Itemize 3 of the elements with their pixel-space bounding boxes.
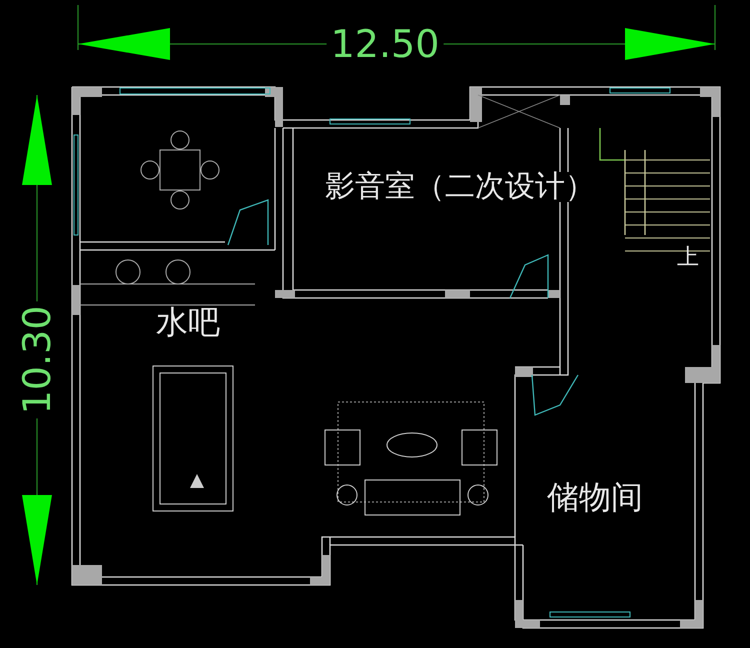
stair-direction-text: 上 [677,247,699,269]
room-label: 水吧 [156,306,220,338]
room-label: 储物间 [547,481,643,513]
